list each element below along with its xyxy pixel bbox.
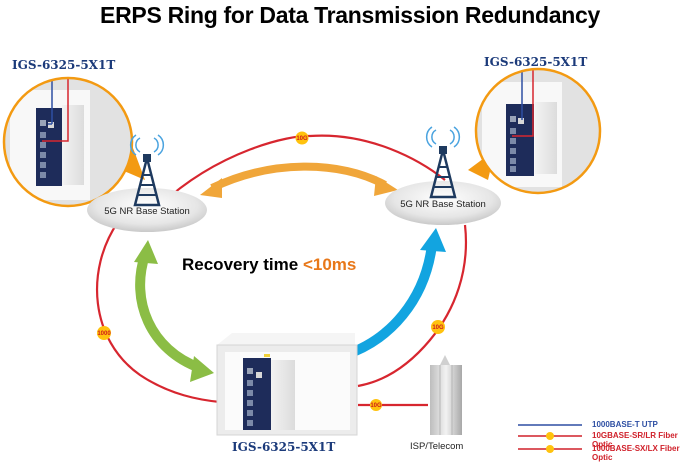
recovery-value: <10ms <box>302 255 357 274</box>
station-label-right: 5G NR Base Station <box>400 199 486 210</box>
legend-label-1000: 1000BASE-SX/LX Fiber Optic <box>592 444 680 462</box>
ring-link-right <box>357 224 467 388</box>
link-badge-isp: 10G <box>370 399 382 411</box>
switch-zoom-top-right <box>474 67 602 195</box>
switch-label-top-left: IGS-6325-5X1T <box>12 58 116 72</box>
switch-label-bottom: IGS-6325-5X1T <box>232 440 336 454</box>
svg-text:10G: 10G <box>296 136 308 142</box>
arrow-top-bidirectional <box>200 162 398 198</box>
link-badge-right: 10G <box>431 320 445 334</box>
link-badge-top: 10G <box>295 131 309 145</box>
cell-tower-icon <box>133 154 161 207</box>
switch-device-icon <box>36 108 62 186</box>
arrow-left-bidirectional <box>134 240 214 382</box>
svg-text:10G: 10G <box>432 325 444 331</box>
switch-label-top-right: IGS-6325-5X1T <box>484 55 588 69</box>
link-badge-left: 1000 <box>97 326 111 340</box>
station-label-left: 5G NR Base Station <box>104 206 190 217</box>
svg-text:10G: 10G <box>370 403 382 409</box>
wireless-signal-icon <box>129 134 165 156</box>
ring-link-left <box>95 221 221 404</box>
isp-label: ISP/Telecom <box>410 441 464 452</box>
base-station-right <box>385 126 501 225</box>
recovery-time-text: Recovery time <10ms <box>182 255 356 275</box>
svg-text:1000: 1000 <box>97 331 111 337</box>
legend-label-utp: 1000BASE-T UTP <box>592 420 658 429</box>
ring-links <box>95 134 467 407</box>
switch-cabinet-bottom <box>216 333 358 436</box>
legend-label-10g: 10GBASE-SR/LR Fiber Optic <box>592 431 678 449</box>
base-station-left <box>87 134 207 232</box>
diagram-title: ERPS Ring for Data Transmission Redundan… <box>100 2 600 28</box>
isp-building-icon <box>430 355 462 435</box>
recovery-prefix: Recovery time <box>182 255 303 274</box>
legend <box>518 424 582 453</box>
ring-link-top <box>159 134 446 206</box>
wireless-signal-icon <box>425 126 461 148</box>
switch-zoom-top-left <box>2 76 134 208</box>
cell-tower-icon <box>429 146 457 199</box>
